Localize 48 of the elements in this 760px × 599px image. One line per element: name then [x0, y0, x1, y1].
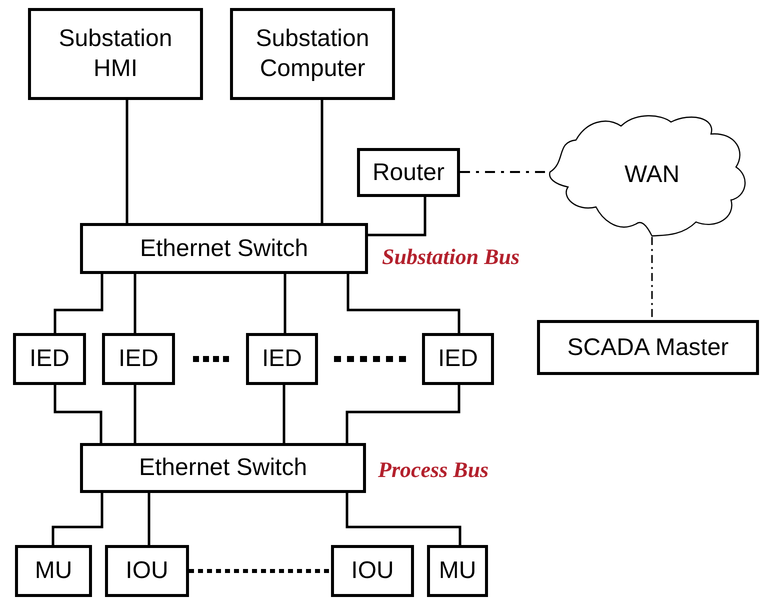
- device-box: [80, 223, 368, 274]
- device-box: [13, 333, 86, 385]
- dashed-connector: [460, 171, 546, 173]
- bus-label: Process Bus: [378, 456, 489, 484]
- node-label: SCADA Master: [566, 332, 730, 362]
- connector-line: [346, 493, 462, 545]
- connector-line: [54, 385, 102, 443]
- connector-line: [346, 274, 460, 333]
- node-label: Substation HMI: [58, 24, 174, 84]
- node-label: IED: [260, 344, 303, 374]
- device-box: [15, 545, 92, 597]
- dashed-connector: [651, 237, 653, 320]
- connector-line: [134, 274, 136, 333]
- connector-line: [148, 493, 150, 545]
- node-label: Ethernet Switch: [138, 234, 310, 264]
- device-box: [331, 545, 414, 597]
- dashed-connector: [189, 569, 331, 573]
- device-box: [427, 545, 488, 597]
- connector-line: [346, 385, 460, 443]
- connector-line: [54, 274, 104, 333]
- device-box: [537, 320, 759, 375]
- node-label: IED: [117, 344, 160, 374]
- connector-line: [284, 274, 286, 333]
- node-label: WAN: [623, 160, 681, 190]
- node-label: Substation Computer: [254, 24, 370, 84]
- node-label: IED: [28, 344, 70, 374]
- node-label: MU: [34, 556, 74, 586]
- node-label: IED: [436, 344, 479, 374]
- device-box: [246, 333, 318, 385]
- device-box: [230, 8, 395, 100]
- device-box: [28, 8, 203, 100]
- connector-line: [134, 385, 136, 443]
- node-label: IOU: [350, 556, 395, 586]
- bus-label: Substation Bus: [382, 243, 520, 271]
- connector-line: [126, 100, 128, 223]
- connector-line: [368, 197, 426, 236]
- connector-line: [52, 493, 104, 545]
- device-box: [357, 148, 460, 197]
- device-box: [105, 545, 189, 597]
- device-box: [422, 333, 494, 385]
- node-label: Ethernet Switch: [138, 453, 308, 483]
- connector-line: [320, 100, 324, 223]
- device-box: [80, 443, 366, 493]
- node-label: MU: [438, 556, 478, 586]
- connector-line: [282, 385, 286, 443]
- node-label: Router: [371, 158, 446, 188]
- node-label: IOU: [124, 556, 170, 586]
- device-box: [102, 333, 175, 385]
